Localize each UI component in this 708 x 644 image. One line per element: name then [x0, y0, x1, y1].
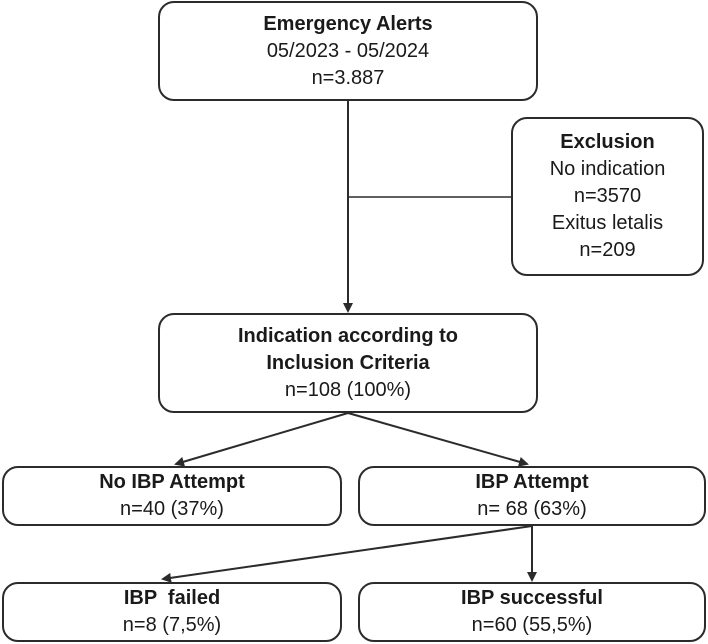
arrow-inclusion-to-no-ibp — [174, 412, 349, 467]
no-ibp-attempt-box: No IBP Attempt n=40 (37%) — [2, 466, 342, 526]
ibp-successful-count: n=60 (55,5%) — [471, 614, 593, 636]
emergency-alerts-box: Emergency Alerts 05/2023 - 05/2024 n=3.8… — [158, 1, 538, 101]
exclusion-reason-no-indication: No indication — [549, 158, 666, 180]
no-ibp-attempt-count: n=40 (37%) — [120, 498, 224, 520]
exclusion-reason-exitus-letalis: Exitus letalis — [551, 212, 664, 234]
ibp-successful-box: IBP successful n=60 (55,5%) — [358, 582, 706, 642]
exclusion-title: Exclusion — [560, 131, 655, 153]
exclusion-count-no-indication: n=3570 — [573, 185, 642, 207]
no-ibp-attempt-title: No IBP Attempt — [99, 471, 245, 493]
ibp-attempt-title: IBP Attempt — [475, 471, 589, 493]
ibp-failed-title: IBP failed — [123, 587, 221, 609]
ibp-successful-title: IBP successful — [461, 587, 603, 609]
ibp-failed-box: IBP failed n=8 (7,5%) — [2, 582, 342, 642]
inclusion-title-line1: Indication according to — [237, 324, 458, 347]
arrow-inclusion-to-ibp-attempt — [347, 412, 529, 467]
inclusion-title-line2: Inclusion Criteria — [266, 351, 430, 374]
exclusion-count-exitus-letalis: n=209 — [579, 239, 636, 261]
emergency-alerts-period: 05/2023 - 05/2024 — [266, 39, 430, 62]
ibp-failed-count: n=8 (7,5%) — [122, 614, 222, 636]
inclusion-box: Indication according to Inclusion Criter… — [158, 313, 538, 413]
emergency-alerts-count: n=3.887 — [311, 66, 385, 89]
inclusion-count: n=108 (100%) — [284, 378, 412, 401]
arrow-ibp-attempt-to-failed — [161, 525, 533, 583]
emergency-alerts-title: Emergency Alerts — [263, 12, 433, 35]
exclusion-box: Exclusion No indication n=3570 Exitus le… — [511, 117, 704, 276]
ibp-attempt-box: IBP Attempt n= 68 (63%) — [358, 466, 706, 526]
ibp-attempt-count: n= 68 (63%) — [477, 498, 587, 520]
